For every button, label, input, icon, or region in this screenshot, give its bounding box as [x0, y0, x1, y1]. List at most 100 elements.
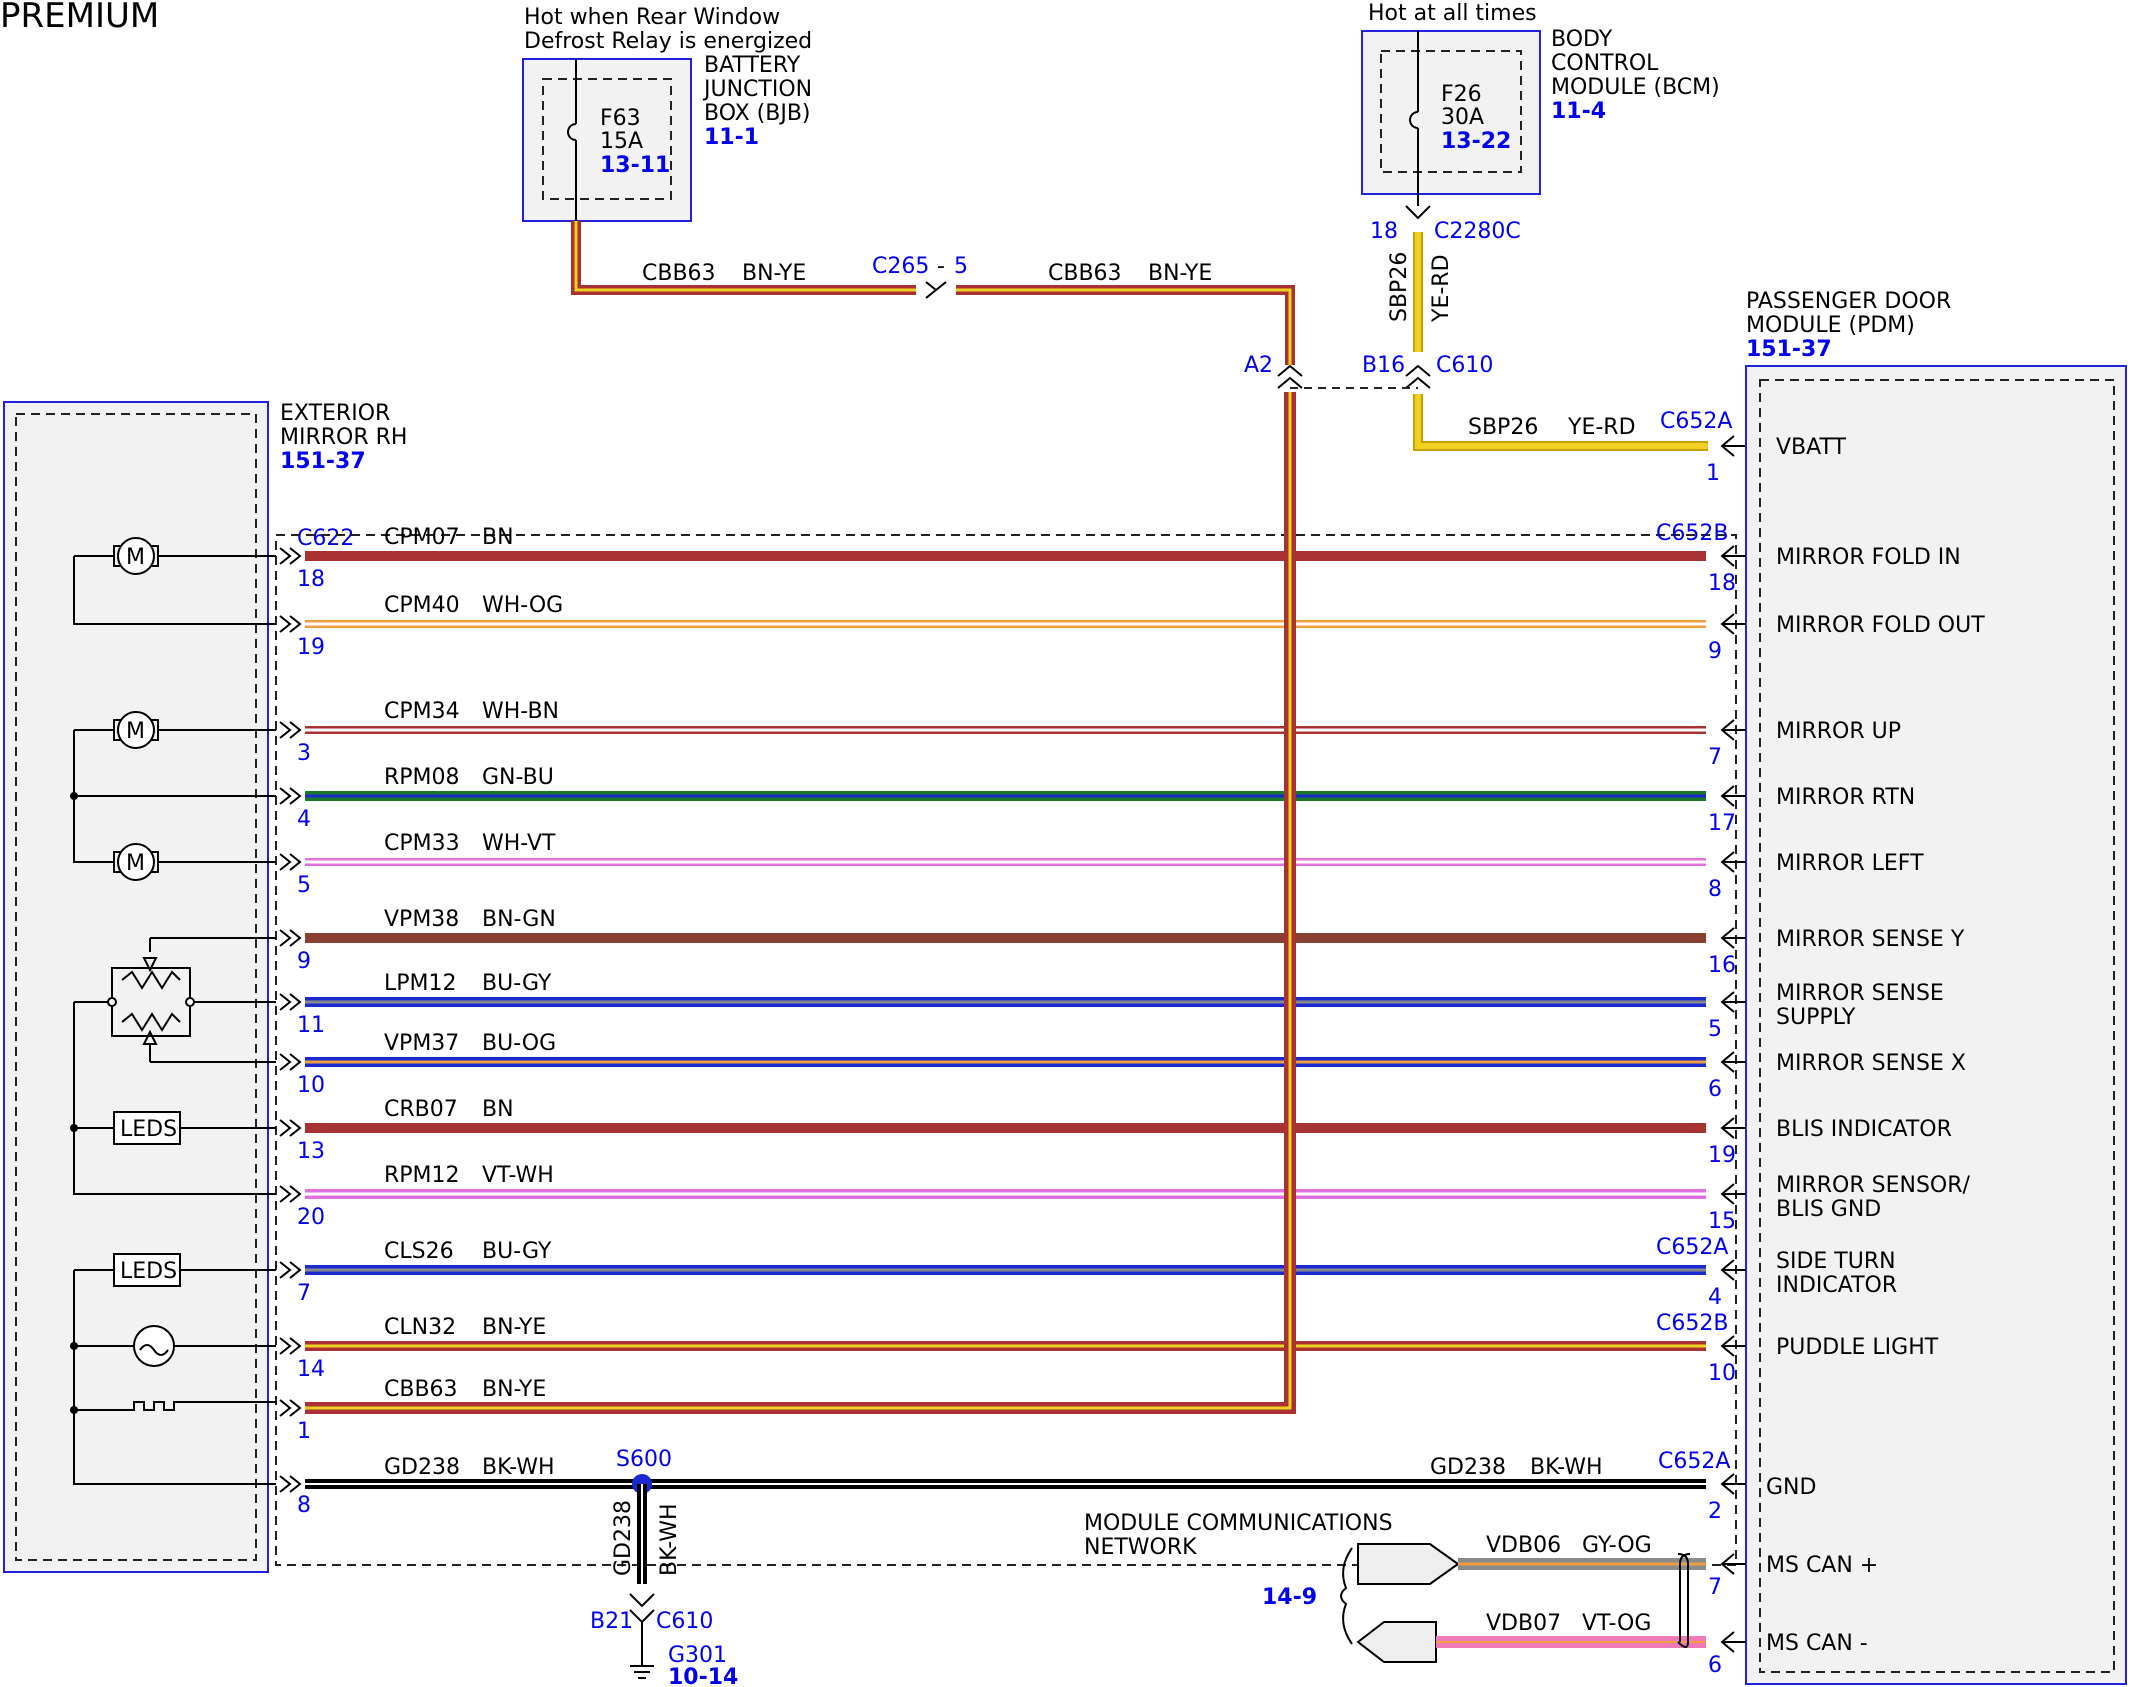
- pdm-pin-label: BLIS INDICATOR: [1776, 1117, 1952, 1142]
- sbp26-vert-color: YE-RD: [1429, 254, 1454, 323]
- ground-right-terminal-icon: [1720, 1473, 1746, 1495]
- can-ref[interactable]: 14-9: [1262, 1585, 1317, 1610]
- mirror-components: M M M LEDS LEDS: [70, 537, 195, 1414]
- bjb-ref[interactable]: 11-1: [704, 125, 759, 150]
- fold-motor-icon: M: [113, 537, 159, 575]
- wire-right-conn[interactable]: C652B: [1656, 1311, 1728, 1336]
- pdm-label-vbatt: VBATT: [1776, 435, 1847, 460]
- cbb63-vertical-wire: [305, 392, 1296, 1414]
- bcm-ref[interactable]: 11-4: [1551, 99, 1606, 124]
- c610-top-label[interactable]: C610: [1436, 353, 1493, 378]
- ground-rpin: 2: [1708, 1499, 1722, 1524]
- passenger-door-module: PASSENGER DOOR MODULE (PDM) 151-37 VBATT: [1745, 289, 2127, 1685]
- right-terminal-icon: [1720, 545, 1746, 567]
- sbp26-vert-circuit: SBP26: [1387, 252, 1412, 322]
- fuse-f26-amps: 30A: [1441, 105, 1484, 130]
- wire-right-pin: 6: [1708, 1077, 1722, 1102]
- g301-ref[interactable]: 10-14: [668, 1665, 738, 1687]
- pdm-box: [1745, 365, 2127, 1685]
- ms-can-plus-label: MS CAN +: [1766, 1553, 1878, 1578]
- svg-text:LEDS: LEDS: [120, 1117, 177, 1142]
- can-plus-pin: 7: [1708, 1575, 1722, 1600]
- mirror-ref[interactable]: 151-37: [280, 449, 366, 474]
- bcm-name-2: CONTROL: [1551, 51, 1659, 76]
- bjb-name-1: BATTERY: [704, 53, 801, 78]
- wire-circuit: CBB63: [384, 1377, 458, 1402]
- can-title-2: NETWORK: [1084, 1535, 1197, 1560]
- right-terminal-icon: [1720, 991, 1746, 1013]
- wire-color: BN-YE: [482, 1377, 546, 1402]
- up-down-motor-icon: M: [113, 711, 159, 749]
- bcm-name-3: MODULE (BCM): [1551, 75, 1720, 100]
- ground-wire: S600 GD238 BK-WH B21 C610 G301 10-14 GD2…: [279, 1447, 1816, 1687]
- c610-ground-label[interactable]: C610: [656, 1609, 713, 1634]
- cbb63-left-circuit: CBB63: [642, 261, 716, 286]
- bcm-name-1: BODY: [1551, 27, 1613, 52]
- cbb63-right-color: BN-YE: [1148, 261, 1212, 286]
- sbp26-wire: SBP26 YE-RD B16 C610 SBP26 YE-RD C652A 1: [1362, 232, 1746, 486]
- can-plus-circuit: VDB06: [1486, 1533, 1561, 1558]
- ground-lpin: 8: [297, 1493, 311, 1518]
- wire-left-pin: 14: [297, 1357, 325, 1382]
- wire-right-pin: 18: [1708, 571, 1736, 596]
- wire-left-pin: 3: [297, 741, 311, 766]
- c622-label[interactable]: C622: [297, 526, 354, 551]
- ground-left-terminal-icon: [279, 1475, 302, 1493]
- pdm-pin-label-2: BLIS GND: [1776, 1197, 1881, 1222]
- ground-left-circuit: GD238: [384, 1455, 460, 1480]
- ground-right-color: BK-WH: [1530, 1455, 1603, 1480]
- sbp26-h-color: YE-RD: [1567, 415, 1636, 440]
- wire-right-conn[interactable]: C652B: [1656, 521, 1728, 546]
- fuse-f63-icon: [567, 123, 577, 141]
- right-terminal-icon: [1720, 1183, 1746, 1205]
- wire-right-conn[interactable]: C652A: [1656, 1235, 1728, 1260]
- wire-color: WH-OG: [482, 593, 563, 618]
- pdm-pin-label: MIRROR SENSOR/: [1776, 1173, 1971, 1198]
- svg-text:M: M: [126, 545, 145, 570]
- ground-rconn[interactable]: C652A: [1658, 1449, 1730, 1474]
- wire-circuit: CPM07: [384, 525, 460, 550]
- ground-left-color: BK-WH: [482, 1455, 555, 1480]
- left-terminal-icon: [279, 1119, 302, 1137]
- wire-left-pin: 5: [297, 873, 311, 898]
- bjb-note-1: Hot when Rear Window: [524, 5, 780, 30]
- cbb63-left-color: BN-YE: [742, 261, 806, 286]
- c265-pin: 5: [954, 254, 968, 279]
- svg-text:LEDS: LEDS: [120, 1259, 177, 1284]
- can-brace-icon: [1340, 1547, 1353, 1645]
- wire-color: BN: [482, 1097, 514, 1122]
- wire-circuit: CPM33: [384, 831, 460, 856]
- wire-color: WH-VT: [482, 831, 556, 856]
- wire-left-pin: 4: [297, 807, 311, 832]
- fuse-f63-ref[interactable]: 13-11: [600, 153, 670, 178]
- bcm-inner-box: [1380, 50, 1522, 173]
- vbatt-pin: 1: [1706, 461, 1720, 486]
- mirror-name-2: MIRROR RH: [280, 425, 407, 450]
- c265-label[interactable]: C265: [872, 254, 929, 279]
- c610-ground-connector-icon: [629, 1593, 655, 1624]
- fuse-f63-label: F63: [600, 106, 641, 131]
- c652a-top-label[interactable]: C652A: [1660, 409, 1732, 434]
- left-terminal-icon: [279, 547, 302, 565]
- pdm-ref[interactable]: 151-37: [1746, 337, 1832, 362]
- ground-right-circuit: GD238: [1430, 1455, 1506, 1480]
- bjb-inner-box: [542, 78, 672, 200]
- b21-label: B21: [590, 1609, 633, 1634]
- bjb-name-3: BOX (BJB): [704, 101, 811, 126]
- fuse-f26-ref[interactable]: 13-22: [1441, 129, 1511, 154]
- right-terminal-icon: [1720, 719, 1746, 741]
- can-minus-circuit: VDB07: [1486, 1611, 1561, 1636]
- right-terminal-icon: [1720, 927, 1746, 949]
- wire-color: BU-GY: [482, 971, 552, 996]
- bjb-note-2: Defrost Relay is energized: [524, 29, 812, 54]
- pdm-inner-box: [1759, 379, 2115, 1673]
- c2280c-label[interactable]: C2280C: [1434, 219, 1521, 244]
